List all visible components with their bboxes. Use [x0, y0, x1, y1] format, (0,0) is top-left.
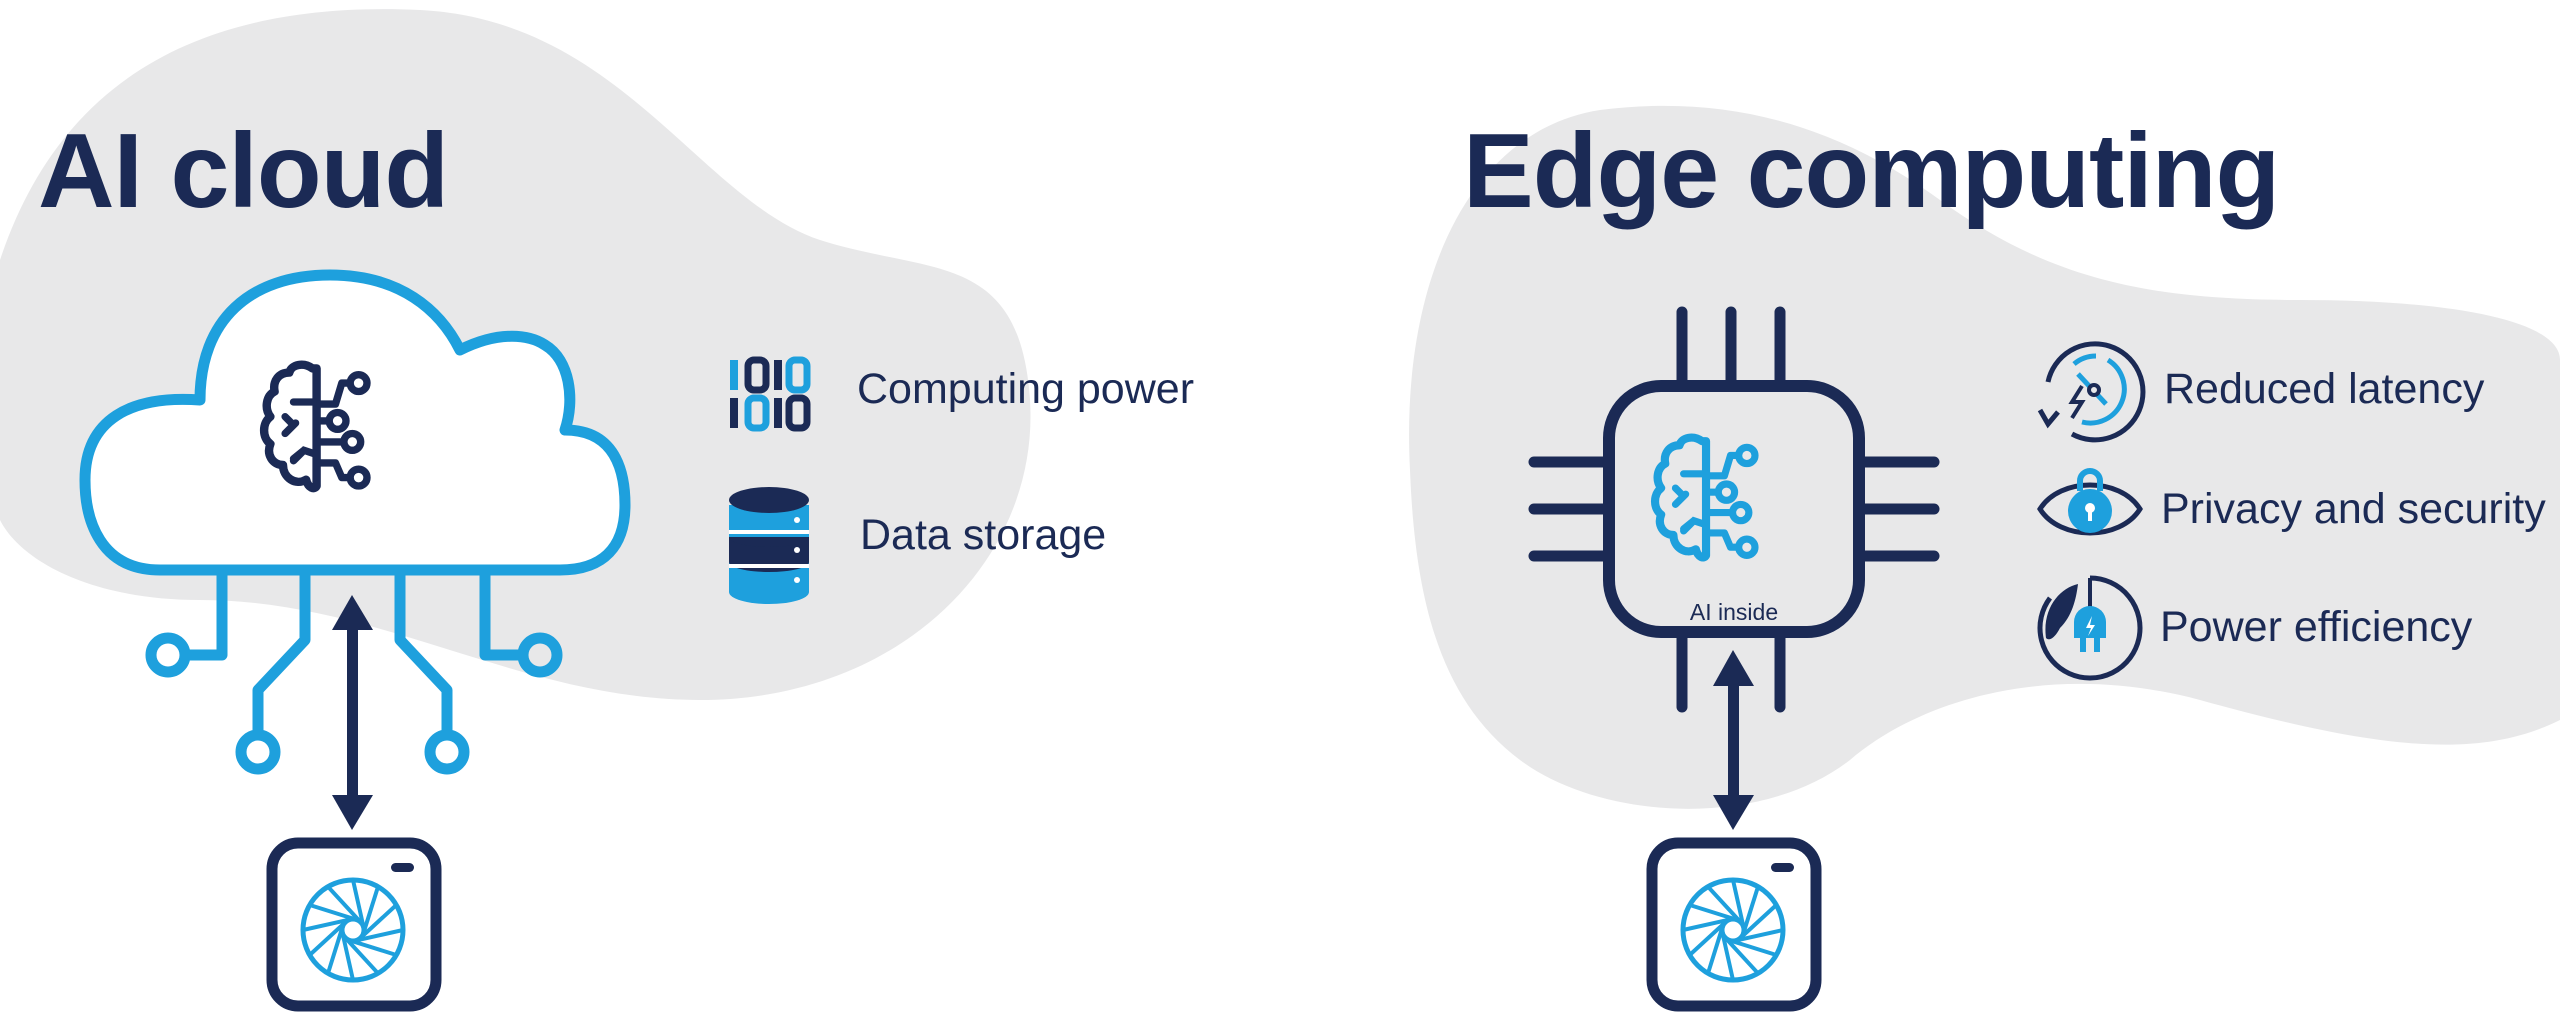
aperture-blade — [1689, 903, 1736, 922]
camera-icon — [266, 837, 442, 1012]
aperture-blade — [361, 886, 380, 933]
trace-node-inner-right — [424, 729, 470, 775]
trace-inner-left — [252, 575, 311, 735]
camera-icon — [1646, 837, 1822, 1012]
aperture-blade — [309, 903, 356, 922]
aperture-blade — [1688, 921, 1726, 957]
aperture-blade — [1720, 933, 1735, 981]
aperture-blade — [1706, 885, 1742, 923]
aperture-blade — [1682, 917, 1730, 932]
binary-code-icon — [730, 356, 811, 432]
cloud-circuit-traces — [145, 575, 563, 775]
aperture-blade — [350, 938, 397, 957]
aperture-blade — [1741, 886, 1760, 933]
trace-inner-right — [394, 575, 453, 735]
database-icon — [729, 487, 809, 604]
trace-outer-left — [185, 575, 228, 661]
aperture-blade — [351, 879, 366, 927]
aperture-blade — [308, 921, 346, 957]
trace-node-inner-left — [235, 729, 281, 775]
aperture-blade — [1736, 928, 1784, 943]
chip-label: AI inside — [1689, 599, 1779, 625]
feature-data-storage: Data storage — [860, 511, 1107, 559]
leaf-plug-icon — [2037, 575, 2143, 681]
aperture-blade — [326, 885, 362, 923]
ai-cloud-title: AI cloud — [38, 112, 449, 230]
aperture-blade — [1724, 937, 1760, 975]
feature-reduced-latency: Reduced latency — [2164, 365, 2485, 413]
cloud-camera-arrow — [332, 595, 373, 830]
feature-privacy-security: Privacy and security — [2161, 485, 2546, 533]
aperture-blade — [1730, 938, 1777, 957]
feature-computing-power: Computing power — [857, 365, 1195, 413]
edge-computing-title: Edge computing — [1463, 112, 2280, 230]
aperture-blade — [1706, 927, 1725, 974]
feature-power-efficiency: Power efficiency — [2160, 603, 2473, 651]
chip-camera-arrow — [1713, 650, 1754, 830]
trace-outer-right — [479, 575, 522, 661]
chip-pins — [1528, 306, 1940, 713]
cloud-icon — [79, 269, 631, 576]
aperture-blade — [356, 928, 404, 943]
aperture-blade — [344, 937, 380, 975]
aperture-blade — [360, 903, 398, 939]
aperture-blade — [326, 927, 345, 974]
aperture-blade — [302, 917, 350, 932]
trace-node-outer-left — [145, 632, 191, 678]
aperture-blade — [1731, 879, 1746, 927]
aperture-blade — [1740, 903, 1778, 939]
latency-clock-icon — [2037, 341, 2146, 443]
aperture-blade — [340, 933, 355, 981]
trace-node-outer-right — [517, 632, 563, 678]
eye-lock-icon — [2037, 468, 2143, 536]
